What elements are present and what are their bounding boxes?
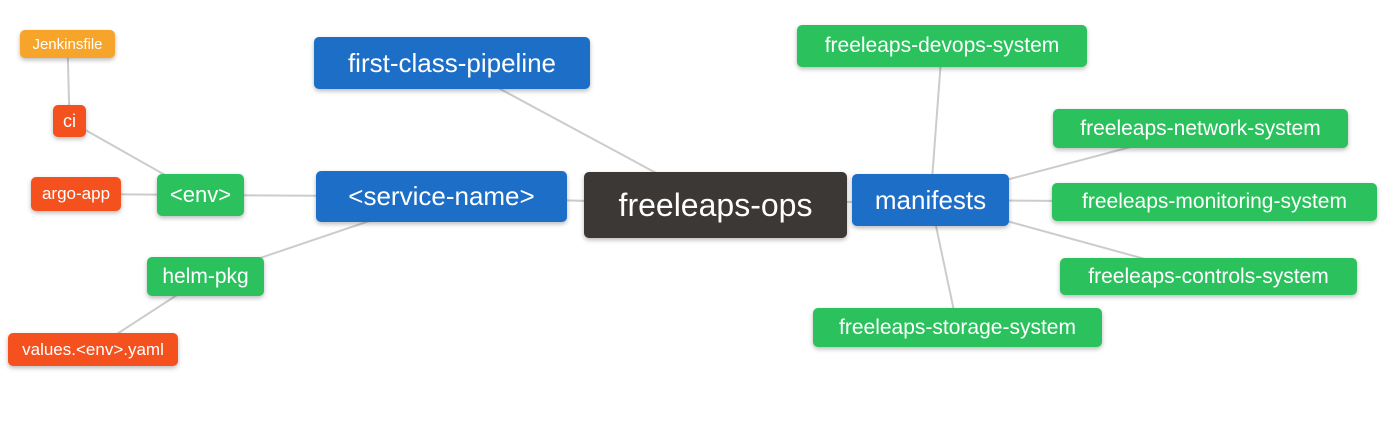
node-controls-system[interactable]: freeleaps-controls-system [1060,258,1357,295]
node-env[interactable]: <env> [157,174,244,216]
node-jenkinsfile[interactable]: Jenkinsfile [20,30,115,58]
node-network-system[interactable]: freeleaps-network-system [1053,109,1348,148]
node-freeleaps-ops[interactable]: freeleaps-ops [584,172,847,238]
node-monitoring-system[interactable]: freeleaps-monitoring-system [1052,183,1377,221]
node-devops-system[interactable]: freeleaps-devops-system [797,25,1087,67]
node-manifests[interactable]: manifests [852,174,1009,226]
node-storage-system[interactable]: freeleaps-storage-system [813,308,1102,347]
node-helm-pkg[interactable]: helm-pkg [147,257,264,296]
node-first-class-pipeline[interactable]: first-class-pipeline [314,37,590,89]
node-ci[interactable]: ci [53,105,86,137]
node-argo-app[interactable]: argo-app [31,177,121,211]
node-values-yaml[interactable]: values.<env>.yaml [8,333,178,366]
node-service-name[interactable]: <service-name> [316,171,567,222]
